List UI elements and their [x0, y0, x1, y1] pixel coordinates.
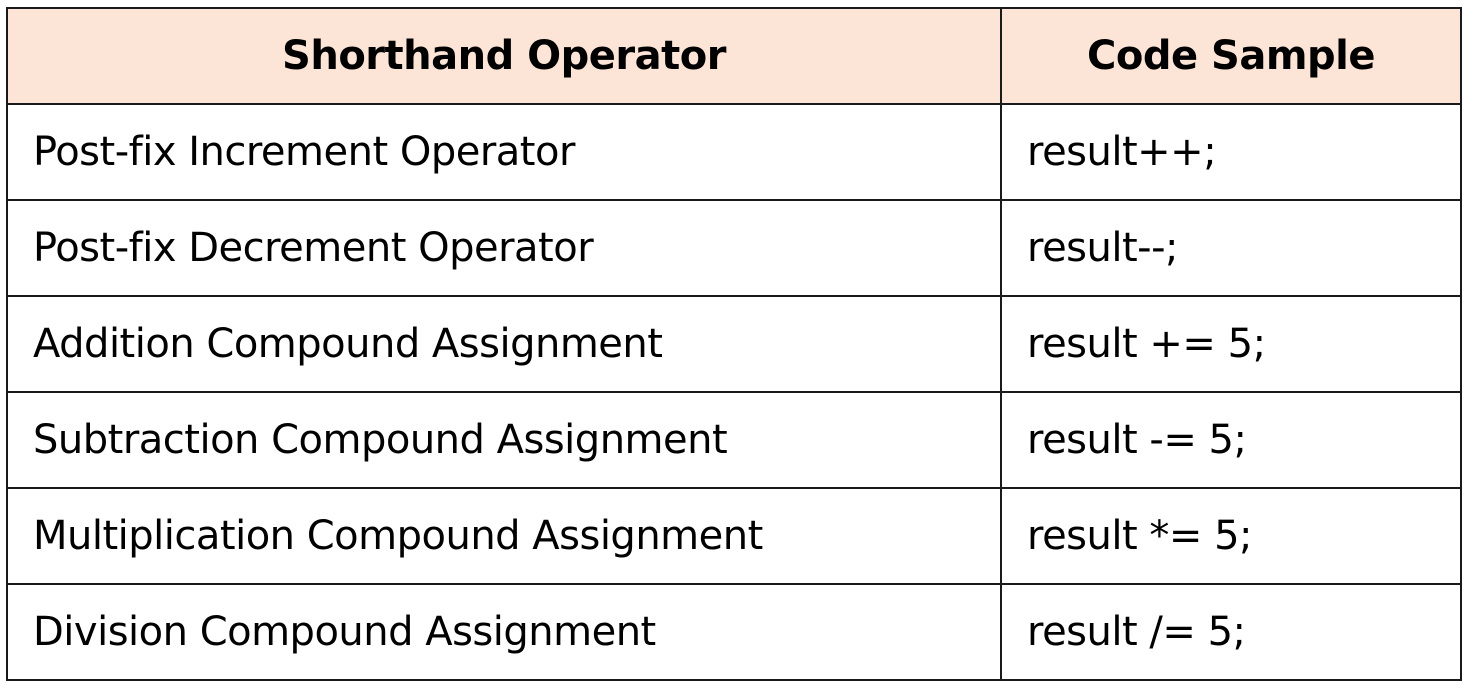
shorthand-operator-table: Shorthand Operator Code Sample Post-fix … [6, 7, 1462, 681]
table-row: Subtraction Compound Assignment result -… [6, 391, 1462, 489]
code-sample-cell: result++; [1000, 103, 1462, 201]
operator-cell: Subtraction Compound Assignment [6, 391, 1002, 489]
table-header-row: Shorthand Operator Code Sample [6, 7, 1462, 105]
operator-cell: Division Compound Assignment [6, 583, 1002, 681]
table-row: Multiplication Compound Assignment resul… [6, 487, 1462, 585]
operator-cell: Multiplication Compound Assignment [6, 487, 1002, 585]
header-code-sample: Code Sample [1000, 7, 1462, 105]
code-sample-cell: result += 5; [1000, 295, 1462, 393]
code-sample-cell: result -= 5; [1000, 391, 1462, 489]
table-row: Division Compound Assignment result /= 5… [6, 583, 1462, 681]
table-row: Post-fix Increment Operator result++; [6, 103, 1462, 201]
table-row: Addition Compound Assignment result += 5… [6, 295, 1462, 393]
code-sample-cell: result--; [1000, 199, 1462, 297]
code-sample-cell: result *= 5; [1000, 487, 1462, 585]
operator-cell: Post-fix Increment Operator [6, 103, 1002, 201]
operator-table-container: Shorthand Operator Code Sample Post-fix … [6, 7, 1462, 681]
table-row: Post-fix Decrement Operator result--; [6, 199, 1462, 297]
operator-cell: Addition Compound Assignment [6, 295, 1002, 393]
header-shorthand-operator: Shorthand Operator [6, 7, 1002, 105]
operator-cell: Post-fix Decrement Operator [6, 199, 1002, 297]
code-sample-cell: result /= 5; [1000, 583, 1462, 681]
